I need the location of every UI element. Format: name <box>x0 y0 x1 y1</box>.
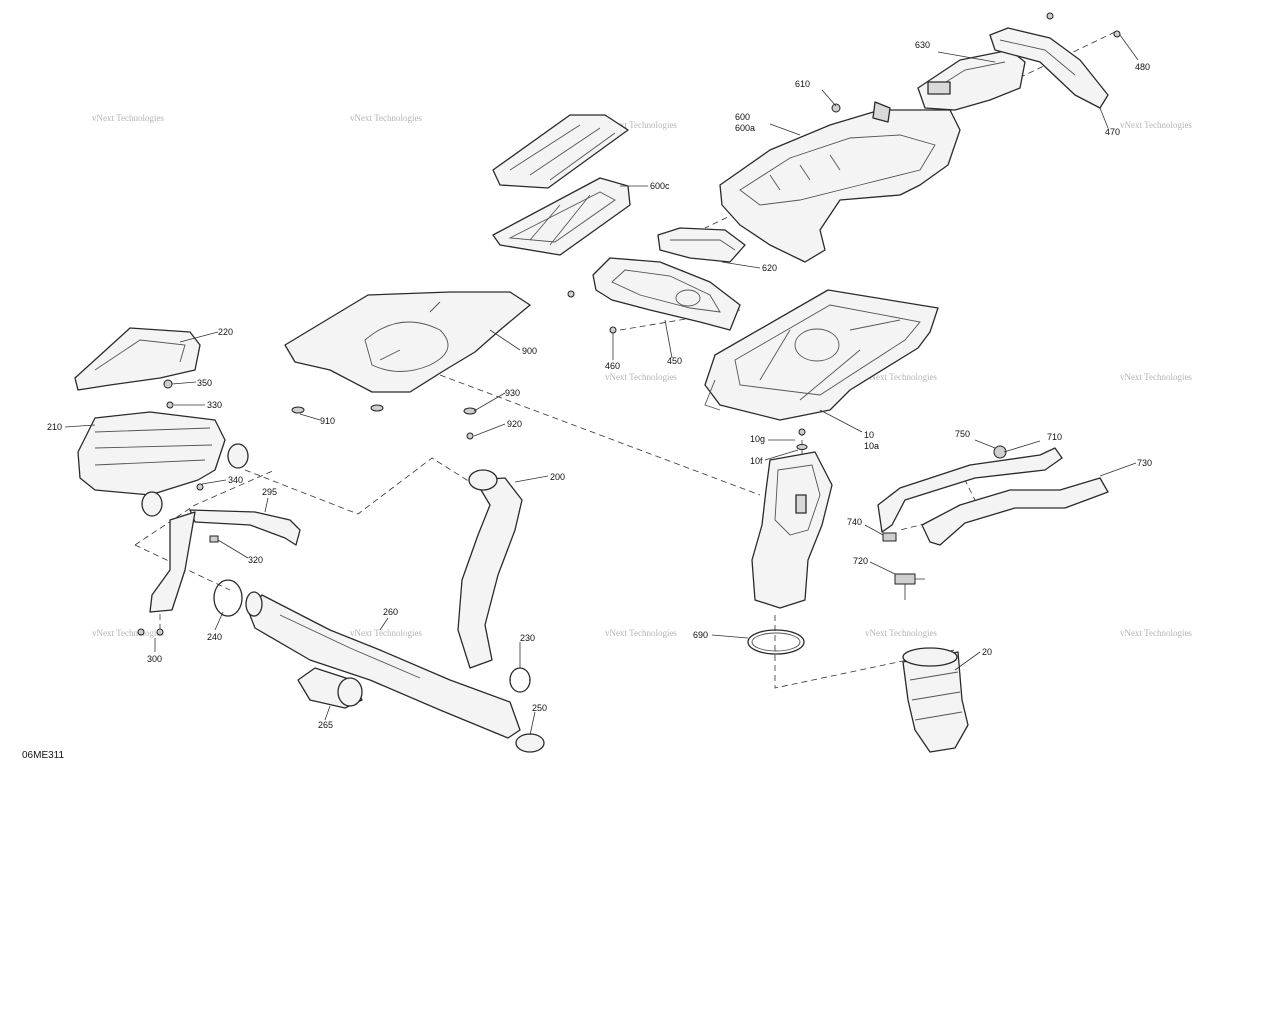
callout-label: 920 <box>507 419 522 429</box>
duct-part <box>657 227 746 263</box>
callout-label: 260 <box>383 607 398 617</box>
watermark: vNext Technologies <box>1120 372 1192 382</box>
watermark: vNext Technologies <box>865 372 937 382</box>
callout-label: 720 <box>853 556 868 566</box>
callout-label: 265 <box>318 720 333 730</box>
callout-label: 750 <box>955 429 970 439</box>
callout-label: 295 <box>262 487 277 497</box>
callout-label: 600c <box>650 181 670 191</box>
watermark: vNext Technologies <box>605 372 677 382</box>
callout-label: 630 <box>915 40 930 50</box>
leader-lines <box>64 34 1139 736</box>
watermark: vNext Technologies <box>92 113 164 123</box>
frame-cover-part <box>592 257 741 331</box>
figure-code: 06ME311 <box>22 750 65 761</box>
watermark: vNext Technologies <box>1120 628 1192 638</box>
callout-label: 620 <box>762 263 777 273</box>
callout-label: 610 <box>795 79 810 89</box>
elbow-part <box>297 667 363 709</box>
callout-label: 710 <box>1047 432 1062 442</box>
callout-label: 240 <box>207 632 222 642</box>
side-deflector-part <box>989 27 1109 109</box>
vent-hose-part-710 <box>877 447 1063 533</box>
hose-part <box>457 469 523 669</box>
heat-shield-part <box>284 291 531 393</box>
vent-hose-part-730 <box>921 477 1109 546</box>
callout-labels: 480 630 610 600 600a 470 600c 620 220 90… <box>47 40 1152 730</box>
callout-label: 350 <box>197 378 212 388</box>
callout-label: 10a <box>864 441 879 451</box>
watermark: vNext Technologies <box>92 628 164 638</box>
callout-label: 600 <box>735 112 750 122</box>
callout-label: 10g <box>750 434 765 444</box>
clamp-part-690 <box>747 629 805 655</box>
watermark: vNext Technologies <box>350 113 422 123</box>
watermark: vNext Technologies <box>605 120 677 130</box>
callout-label: 730 <box>1137 458 1152 468</box>
callout-label: 930 <box>505 388 520 398</box>
callout-label: 470 <box>1105 127 1120 137</box>
callout-label: 340 <box>228 475 243 485</box>
watermark: vNext Technologies <box>350 628 422 638</box>
intercooler-part <box>77 411 249 517</box>
outlet-duct-part <box>751 451 833 609</box>
callout-label: 300 <box>147 654 162 664</box>
intercooler-cover-part <box>74 327 201 391</box>
watermark: vNext Technologies <box>865 628 937 638</box>
callout-label: 20 <box>982 647 992 657</box>
callout-label: 220 <box>218 327 233 337</box>
callout-label: 200 <box>550 472 565 482</box>
callout-label: 600a <box>735 123 755 133</box>
callout-label: 690 <box>693 630 708 640</box>
callout-label: 910 <box>320 416 335 426</box>
watermark: vNext Technologies <box>605 628 677 638</box>
callout-label: 250 <box>532 703 547 713</box>
callout-label: 210 <box>47 422 62 432</box>
callout-label: 480 <box>1135 62 1150 72</box>
callout-label: 460 <box>605 361 620 371</box>
filter-tray-part <box>492 177 631 256</box>
upper-air-box-part <box>719 101 961 263</box>
callout-label: 10 <box>864 430 874 440</box>
callout-label: 450 <box>667 356 682 366</box>
callout-label: 740 <box>847 517 862 527</box>
filter-boot-part <box>902 647 969 753</box>
callout-label: 320 <box>248 555 263 565</box>
pipe-part <box>245 591 521 739</box>
bracket-part <box>189 509 301 546</box>
callout-label: 330 <box>207 400 222 410</box>
mount-bracket-part <box>149 511 196 613</box>
intake-snorkel-part <box>917 49 1026 111</box>
air-box-base-part <box>704 289 939 421</box>
callout-label: 900 <box>522 346 537 356</box>
callout-label: 10f <box>750 456 763 466</box>
callout-label: 230 <box>520 633 535 643</box>
watermark: vNext Technologies <box>1120 120 1192 130</box>
filter-element-part <box>492 114 629 189</box>
